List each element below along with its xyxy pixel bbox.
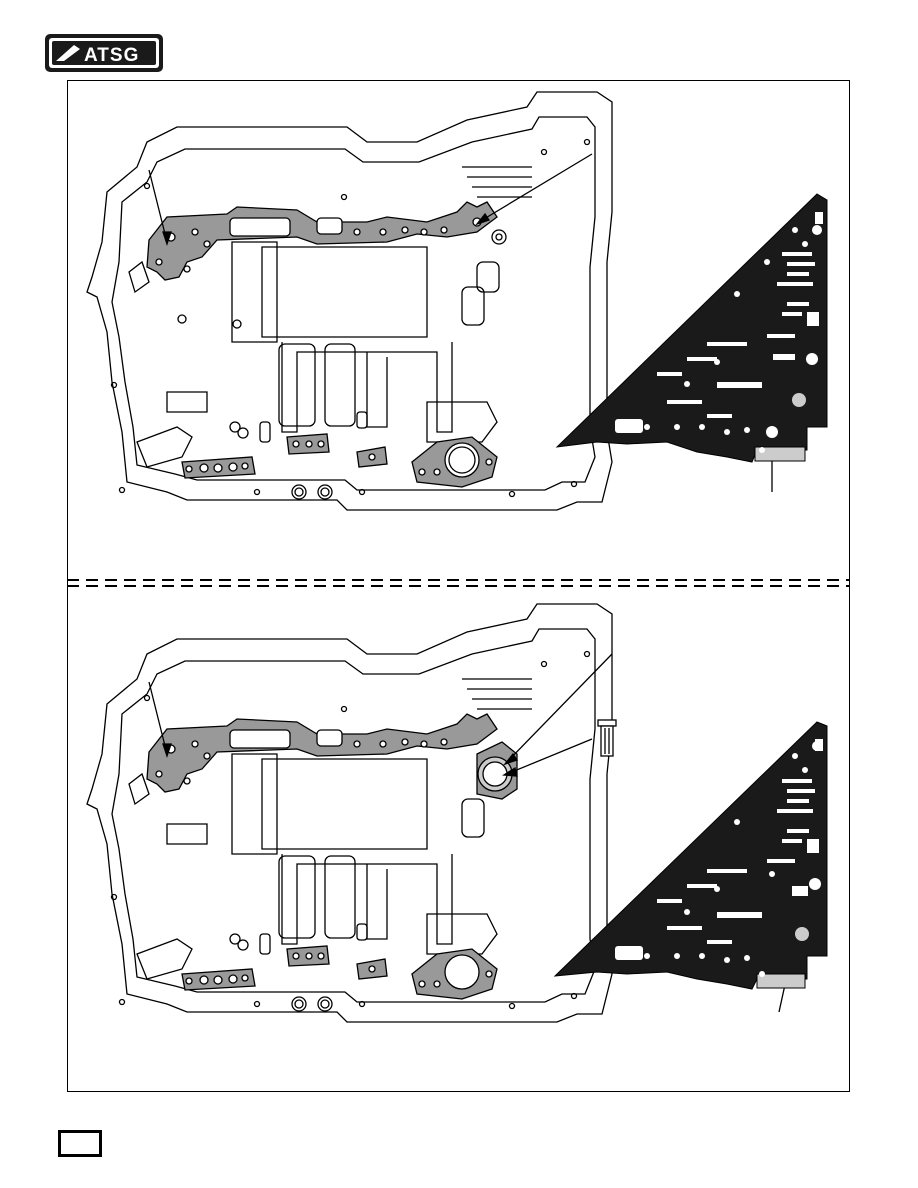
separator-plate-bottom xyxy=(553,721,828,990)
separator-plate-top xyxy=(555,193,828,463)
gasket-overlay-bottom xyxy=(146,713,518,1000)
checkmark-icon xyxy=(56,45,80,61)
filter-part xyxy=(597,719,617,757)
gasket-overlay-top xyxy=(146,201,507,488)
atsg-logo: ATSG xyxy=(45,34,163,72)
dashed-divider xyxy=(67,579,850,587)
figure-bottom xyxy=(86,603,828,1023)
transmission-case-bottom xyxy=(86,603,613,1023)
transmission-case-top xyxy=(86,91,613,511)
figure-top xyxy=(86,91,828,511)
logo-text: ATSG xyxy=(84,45,139,66)
page-number-box xyxy=(58,1130,102,1157)
